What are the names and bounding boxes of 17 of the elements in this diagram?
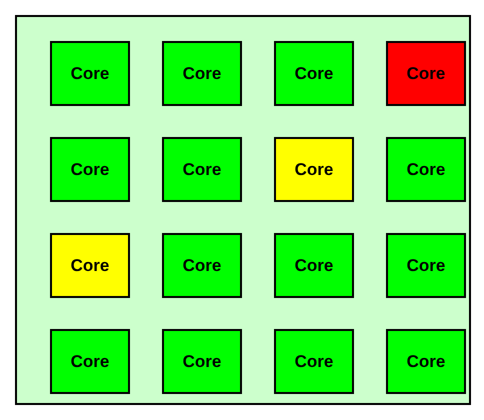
core-tile: Core <box>274 137 354 202</box>
core-tile: Core <box>50 41 130 106</box>
core-tile: Core <box>274 41 354 106</box>
core-tile: Core <box>50 233 130 298</box>
core-tile: Core <box>162 41 242 106</box>
core-tile: Core <box>386 137 466 202</box>
core-tile: Core <box>386 329 466 394</box>
chip-panel <box>15 15 471 405</box>
core-tile: Core <box>274 329 354 394</box>
core-tile: Core <box>50 137 130 202</box>
core-tile: Core <box>162 329 242 394</box>
core-tile: Core <box>274 233 354 298</box>
core-tile: Core <box>162 233 242 298</box>
core-tile: Core <box>386 41 466 106</box>
core-tile: Core <box>162 137 242 202</box>
core-tile: Core <box>386 233 466 298</box>
core-tile: Core <box>50 329 130 394</box>
